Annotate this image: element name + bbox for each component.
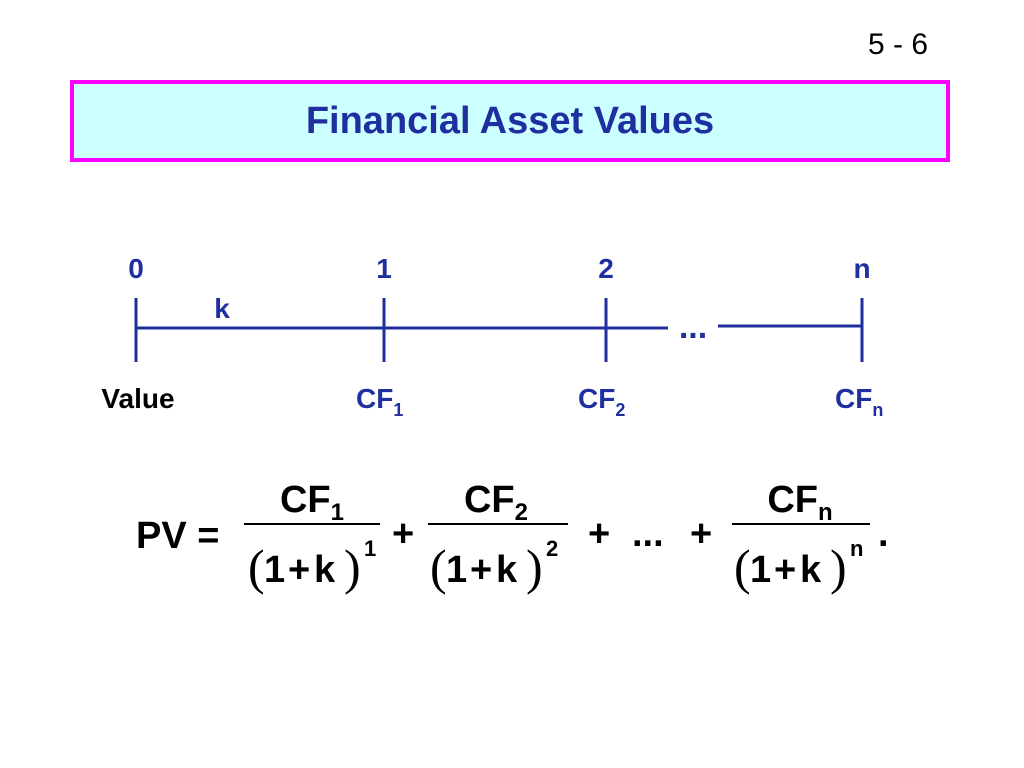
rate-label: k bbox=[214, 293, 230, 324]
term-1-one: 1 bbox=[264, 549, 285, 591]
plus-sign-1: + bbox=[392, 513, 414, 555]
term-2-open-paren: ( bbox=[430, 539, 447, 595]
formula-term-2: CF2 ( 1 + k ) 2 bbox=[428, 479, 568, 595]
term-1-open-paren: ( bbox=[248, 539, 265, 595]
formula-term-1: CF1 ( 1 + k ) 1 bbox=[244, 479, 380, 595]
plus-sign-2: + bbox=[588, 513, 610, 555]
cash-flow-label-2: CF2 bbox=[578, 383, 625, 420]
term-n-one: 1 bbox=[750, 549, 771, 591]
pv-formula: PV = CF1 ( 1 + k ) 1 + CF2 ( 1 + k ) 2 +… bbox=[136, 479, 889, 595]
formula-term-n: CFn ( 1 + k ) n bbox=[732, 479, 870, 595]
term-n-exponent: n bbox=[850, 536, 863, 561]
timeline bbox=[134, 298, 864, 362]
cash-flow-label-1: CF1 bbox=[356, 383, 403, 420]
period-label-1: 1 bbox=[376, 253, 392, 284]
term-1-exponent: 1 bbox=[364, 536, 376, 561]
plus-sign-3: + bbox=[690, 513, 712, 555]
term-2-plus: + bbox=[470, 549, 492, 591]
term-2-one: 1 bbox=[446, 549, 467, 591]
formula-ellipsis: ... bbox=[632, 513, 664, 555]
term-2-exponent: 2 bbox=[546, 536, 558, 561]
term-n-numerator: CFn bbox=[767, 479, 832, 526]
period-label-2: 2 bbox=[598, 253, 614, 284]
term-1-close-paren: ) bbox=[344, 539, 361, 595]
term-n-plus: + bbox=[774, 549, 796, 591]
formula-lhs: PV = bbox=[136, 515, 219, 557]
term-1-k: k bbox=[314, 549, 336, 591]
term-n-open-paren: ( bbox=[734, 539, 751, 595]
slide-number: 5 - 6 bbox=[867, 28, 928, 61]
cash-flow-label-n: CFn bbox=[835, 383, 883, 420]
term-2-numerator: CF2 bbox=[464, 479, 528, 526]
formula-period: . bbox=[878, 513, 889, 555]
term-n-close-paren: ) bbox=[830, 539, 847, 595]
term-1-plus: + bbox=[288, 549, 310, 591]
period-label-n: n bbox=[853, 253, 870, 284]
value-label: Value bbox=[101, 383, 174, 414]
slide-title: Financial Asset Values bbox=[305, 99, 715, 142]
term-2-close-paren: ) bbox=[526, 539, 543, 595]
term-n-k: k bbox=[800, 549, 822, 591]
term-2-k: k bbox=[496, 549, 518, 591]
timeline-ellipsis: ... bbox=[679, 308, 707, 346]
period-label-0: 0 bbox=[128, 253, 144, 284]
term-1-numerator: CF1 bbox=[280, 479, 344, 526]
title-box: Financial Asset Values bbox=[70, 80, 950, 162]
